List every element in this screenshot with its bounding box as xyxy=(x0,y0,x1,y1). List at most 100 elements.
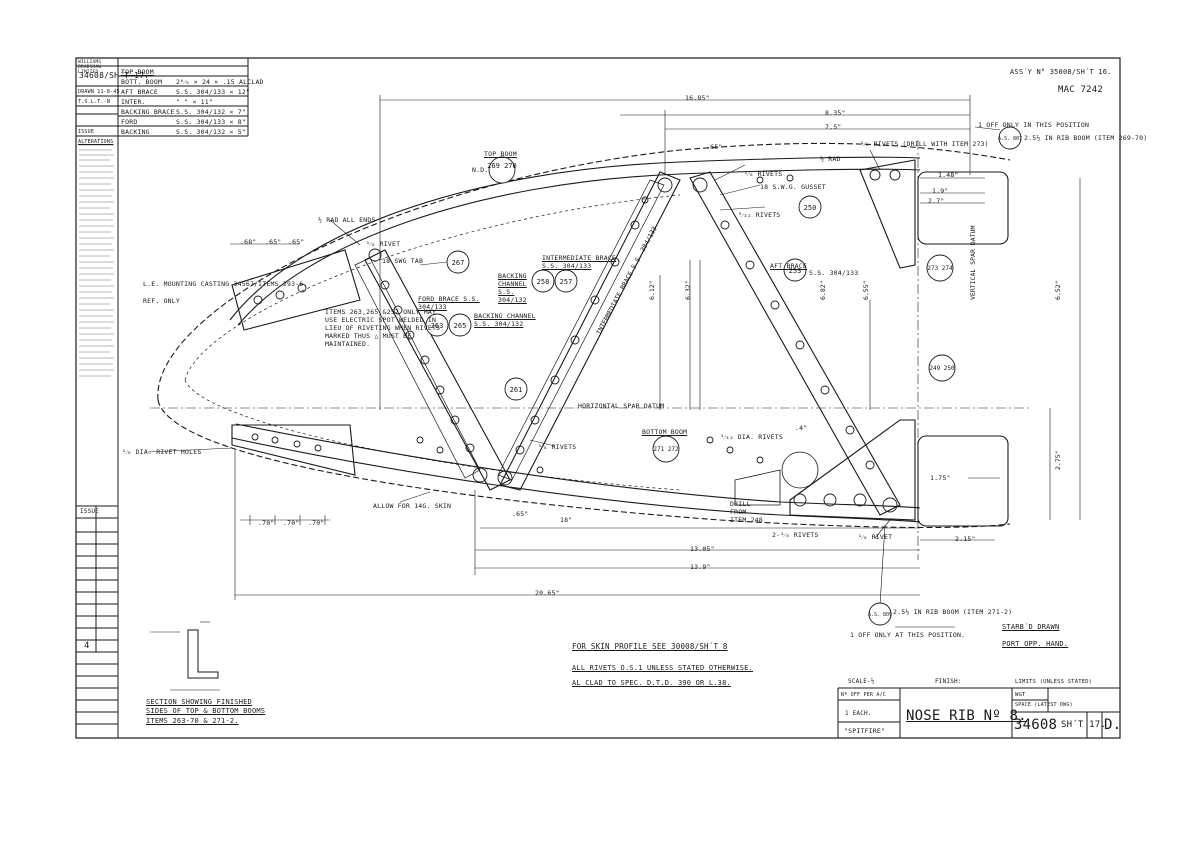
callout-261 xyxy=(504,377,528,401)
dim-d9: 6.55" xyxy=(862,280,870,300)
callout-text-258: 258 xyxy=(537,278,550,286)
callout-text-267: 267 xyxy=(452,259,465,267)
traced-by: T.S.L.T.-N xyxy=(78,99,111,105)
sheet-number: SH´T 17. xyxy=(1061,720,1106,730)
one-off-top: 1 OFF ONLY IN THIS POSITION xyxy=(978,121,1090,129)
section-note-2: SIDES OF TOP & BOTTOM BOOMS xyxy=(146,707,266,715)
rivet-c-label: ³⁄₃₂ RIVETS xyxy=(738,211,781,219)
finish: FINISH: xyxy=(935,678,962,685)
dim-d7: 6.52" xyxy=(1054,280,1062,300)
bottom-boom-inner xyxy=(235,423,921,509)
issue-label: ISSUE xyxy=(78,129,95,135)
dia-rivets-label: ³⁄₃₂ DIA. RIVETS xyxy=(720,433,783,441)
braces xyxy=(354,159,916,521)
mac-number: MAC 7242 xyxy=(1058,85,1103,95)
mat-part-6: BACKING xyxy=(121,128,150,136)
dim-d21: .68" xyxy=(240,238,257,246)
port-opp: PORT OPP. HAND. xyxy=(1002,640,1069,648)
callout-text-257: 257 xyxy=(560,278,573,286)
dim-d2: 8.35" xyxy=(825,109,846,117)
callout-257 xyxy=(554,269,578,293)
mat-spec-2: S.S. 304/133 × 12" xyxy=(176,88,251,96)
assy-ref: ASS´Y N° 35008/SH´T 16. xyxy=(1010,68,1112,76)
no-off: Nº OFF PER A/C xyxy=(841,692,886,698)
dim-d3: 7.5" xyxy=(825,123,842,131)
ford-brace-label: FORD BRACE S.S. 304/133 xyxy=(418,295,480,311)
bottom-boom-outer xyxy=(231,437,921,523)
backing-ch-short: BACKING CHANNEL S.S. 304/132 xyxy=(498,272,527,304)
skin-profile-top xyxy=(157,142,1011,401)
aft-brace-spec: S.S. 304/133 xyxy=(809,269,859,277)
horizontal-datum-label: HORIZONTAL SPAR DATUM xyxy=(578,402,665,410)
callout-text-249: 249 250 xyxy=(929,365,955,372)
skin-profile-note: FOR SKIN PROFILE SEE 30008/SH´T 8 xyxy=(572,642,728,651)
rad-label: ½ RAD xyxy=(820,155,841,163)
top-boom-outer xyxy=(229,156,921,321)
callout-text-263: 263 xyxy=(431,322,444,330)
le-casting xyxy=(231,249,361,331)
callout-271 xyxy=(652,435,680,463)
al-clad-note: AL CLAD TO SPEC. D.T.D. 390 OR L.38. xyxy=(572,679,731,687)
mat-part-1: BOTT. BOOM xyxy=(121,78,163,86)
dim-d6: 2.7" xyxy=(928,197,945,205)
ford-brace xyxy=(364,249,511,491)
left-title-block xyxy=(76,65,118,725)
leader-lines xyxy=(147,126,1001,628)
dim-d16: 20.65" xyxy=(535,589,560,597)
dim-d17: .70" xyxy=(258,519,275,527)
top-boom-label: TOP BOOM xyxy=(484,150,517,158)
dim-d4: 1.48" xyxy=(938,171,959,179)
as-bottom-note: 2.5½ IN RIB BOOM (ITEM 271-2) xyxy=(893,608,1013,616)
dim-d22: .65" xyxy=(265,238,282,246)
dim-d25: .4" xyxy=(795,424,808,432)
drawn-date: DRAWN 11-8-45 xyxy=(78,89,120,95)
rivet-f-label: ¹⁄₈ RIVET xyxy=(858,533,893,541)
scale: SCALE-½ xyxy=(848,678,875,685)
spar-fitting-bottom xyxy=(917,435,1009,527)
aft-brace xyxy=(689,171,901,516)
intermediate-brace-top-label: INTERMEDIATE BRACE S.S. 304/133 xyxy=(542,254,617,270)
callout-asb09 xyxy=(868,602,892,626)
callout-text-271: 271 272 xyxy=(653,446,679,453)
datums xyxy=(150,140,1030,560)
section-detail xyxy=(150,621,220,691)
dim-d11: 1.75" xyxy=(930,474,951,482)
dim-d13: 18" xyxy=(560,516,573,524)
mat-spec-5: S.S. 304/133 × 8" xyxy=(176,118,246,126)
wgt: WGT xyxy=(1015,692,1026,698)
as-top-note: 2.5½ IN RIB BOOM (ITEM 269-70) xyxy=(1024,134,1148,142)
ref-only-label: REF. ONLY xyxy=(143,297,181,305)
dim-d19: .70" xyxy=(308,519,325,527)
callout-253 xyxy=(783,258,807,282)
dim-d27: 6.32" xyxy=(684,280,692,300)
spacer: SPACE (LATEST DWG) xyxy=(1015,702,1073,708)
dim-d10: 2.75" xyxy=(1054,450,1062,470)
callout-text-asb07: A.S. 807 xyxy=(998,136,1022,142)
dimension-lines xyxy=(230,95,1081,600)
nd-label-1: N.D. xyxy=(472,166,489,174)
aft-brace-label: AFT BRACE xyxy=(770,262,808,270)
left-dwg-number: 34608/SH´T 17. xyxy=(79,71,150,80)
mat-spec-4: S.S. 304/132 × 7" xyxy=(176,108,246,116)
mat-part-4: BACKING BRACE xyxy=(121,108,175,116)
callout-text-265: 265 xyxy=(454,322,467,330)
section-note-1: SECTION SHOWING FINISHED xyxy=(146,698,252,706)
dim-d15: 13.9" xyxy=(690,563,711,571)
mat-spec-3: " " × 11" xyxy=(176,98,214,106)
rivet-d-label: ¹⁄₈ RIVETS (DRILL WITH ITEM 273) xyxy=(860,140,989,148)
section-note-3: ITEMS 263-70 & 271-2. xyxy=(146,717,239,725)
mat-spec-6: S.S. 304/132 × 5" xyxy=(176,128,246,136)
callout-267 xyxy=(446,250,470,274)
callout-249 xyxy=(928,354,956,382)
intermediate-brace xyxy=(499,171,681,491)
mat-spec-1: 2⁶⁄₈ × 24 × .15 ALCLAD xyxy=(176,78,264,86)
callout-250 xyxy=(798,195,822,219)
all-rivets-note: ALL RIVETS O.S.1 UNLESS STATED OTHERWISE… xyxy=(572,664,753,672)
aircraft: "SPITFIRE" xyxy=(844,727,886,735)
callout-text-269: 269 270 xyxy=(487,162,517,170)
alterations-label: ALTERATIONS xyxy=(78,139,114,145)
callout-text-asb09: A.S. 809 xyxy=(868,612,892,618)
rivet-holes-label: ¹⁄₈ DIA. RIVET HOLES xyxy=(122,448,202,456)
rivet-a-label: ¹⁄₈ RIVET xyxy=(366,240,401,248)
callout-273 xyxy=(926,254,954,282)
